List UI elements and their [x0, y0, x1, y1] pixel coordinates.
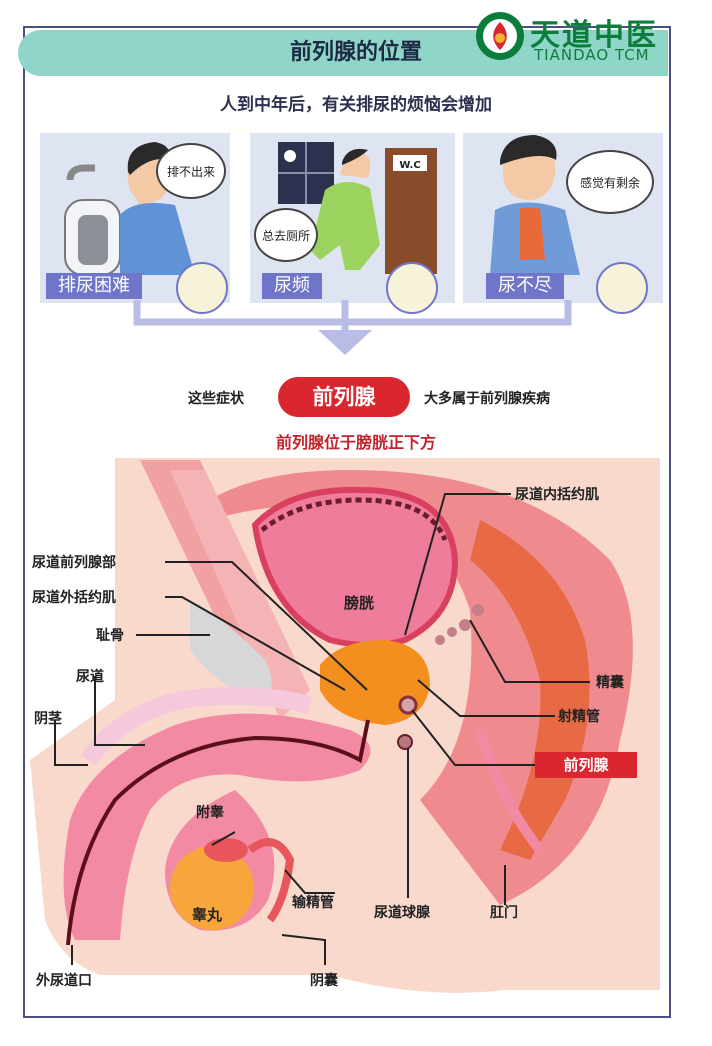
logo-emblem: [476, 12, 524, 60]
label-external-urethral-orifice: 外尿道口: [36, 973, 92, 989]
label-urethra: 尿道: [76, 669, 104, 685]
label-urethral-external-sphincter: 尿道外括约肌: [32, 590, 116, 606]
label-prostatic-urethra: 尿道前列腺部: [32, 555, 116, 571]
anatomy-diagram: [30, 458, 660, 993]
symptom-connector: [133, 300, 572, 355]
label-urethral-internal-sphincter: 尿道内括约肌: [515, 487, 599, 503]
faucet-drip-icon: [386, 262, 438, 314]
symptom-lead-text: 这些症状: [188, 391, 244, 407]
title-bar: [18, 30, 668, 76]
panel-2-bubble: 总去厕所: [254, 208, 318, 262]
symptom-trail-text: 大多属于前列腺疾病: [424, 391, 550, 407]
logo-english: TIANDAO TCM: [534, 46, 650, 64]
label-bladder: 膀胱: [344, 594, 375, 612]
faucet-icon: [176, 262, 228, 314]
panel-2-label: 尿频: [262, 273, 322, 299]
label-anus: 肛门: [490, 905, 518, 921]
leader-lines: [54, 493, 590, 965]
label-vas-deferens: 输精管: [292, 895, 334, 911]
panel-3-label: 尿不尽: [486, 273, 564, 299]
panel-3-bubble: 感觉有剩余: [566, 150, 654, 214]
label-seminal-vesicle: 精囊: [596, 675, 624, 691]
page-subtitle: 人到中年后，有关排尿的烦恼会增加: [220, 95, 492, 115]
wc-sign: W.C: [399, 160, 420, 171]
label-scrotum: 阴囊: [310, 973, 338, 989]
label-testis: 睾丸: [192, 906, 223, 924]
label-prostate: 前列腺: [535, 752, 637, 778]
logo-chinese: 天道中医: [530, 18, 658, 53]
label-pubic-bone: 耻骨: [96, 628, 124, 644]
label-epididymis: 附睾: [196, 805, 224, 821]
page-title: 前列腺的位置: [289, 40, 422, 65]
label-bulbourethral-gland: 尿道球腺: [374, 905, 430, 921]
label-penis: 阴茎: [34, 711, 62, 727]
prostate-highlight: 前列腺: [278, 377, 410, 417]
faucet-drop-icon: [596, 262, 648, 314]
panel-1-label: 排尿困难: [46, 273, 142, 299]
panel-1-bubble: 排不出来: [156, 143, 226, 199]
location-note: 前列腺位于膀胱正下方: [275, 433, 436, 452]
label-ejaculatory-duct: 射精管: [558, 709, 600, 725]
